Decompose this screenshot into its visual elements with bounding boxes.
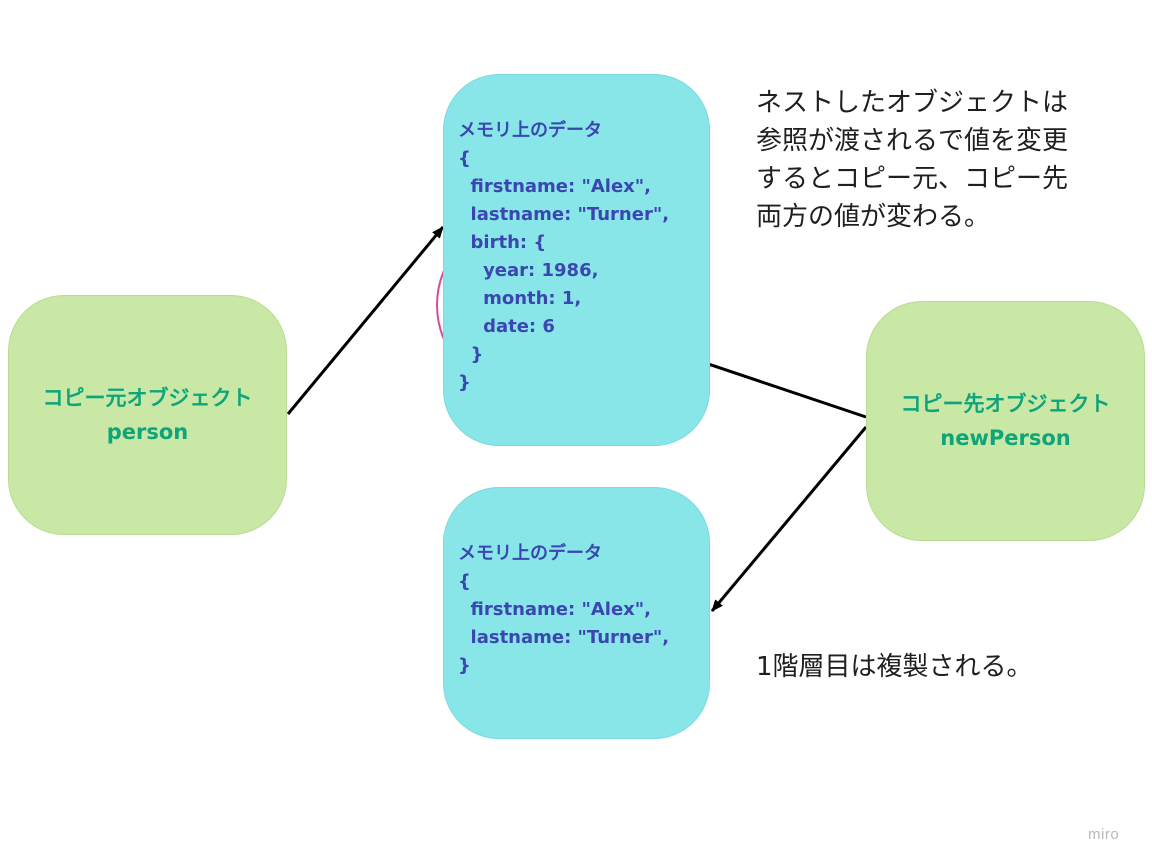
- target-object-title: コピー先オブジェクト: [900, 392, 1111, 416]
- note-reference-line: するとコピー元、コピー先: [756, 164, 1069, 194]
- source-object-name: person: [106, 420, 189, 444]
- memory-nested-node[interactable]: メモリ上のデータ { firstname: "Alex", lastname: …: [443, 74, 710, 446]
- memory-nested-line: birth: {: [458, 232, 547, 253]
- memory-shallow-line: {: [458, 571, 471, 592]
- memory-shallow-line: firstname: "Alex",: [458, 599, 651, 620]
- note-copy-text: 1階層目は複製される。: [756, 652, 1033, 682]
- memory-shallow-line: }: [458, 655, 471, 676]
- memory-nested-line: date: 6: [458, 316, 555, 337]
- note-reference-line: 参照が渡されるで値を変更: [756, 126, 1069, 156]
- memory-shallow-node[interactable]: メモリ上のデータ { firstname: "Alex", lastname: …: [443, 487, 710, 739]
- arrow-source-to-memory: [286, 226, 445, 415]
- memory-nested-line: メモリ上のデータ: [458, 120, 602, 141]
- memory-nested-line: }: [458, 344, 484, 365]
- memory-nested-line: firstname: "Alex",: [458, 176, 651, 197]
- arrow-target-to-shallow: [710, 426, 868, 612]
- note-reference-line: ネストしたオブジェクトは: [756, 88, 1069, 118]
- target-object-node[interactable]: コピー先オブジェクト newPerson: [866, 301, 1145, 541]
- memory-shallow-line: メモリ上のデータ: [458, 543, 602, 564]
- note-reference-line: 両方の値が変わる。: [756, 202, 991, 232]
- miro-watermark: miro: [1088, 826, 1120, 843]
- memory-nested-line: }: [458, 372, 471, 393]
- memory-nested-line: {: [458, 148, 471, 169]
- memory-nested-line: year: 1986,: [458, 260, 599, 281]
- memory-nested-line: month: 1,: [458, 288, 582, 309]
- memory-shallow-line: lastname: "Turner",: [458, 627, 670, 648]
- target-object-name: newPerson: [940, 426, 1071, 450]
- note-reference: ネストしたオブジェクトは 参照が渡されるで値を変更 するとコピー元、コピー先 両…: [756, 84, 1068, 236]
- note-copy: 1階層目は複製される。: [756, 648, 1033, 686]
- source-object-title: コピー元オブジェクト: [42, 386, 253, 410]
- memory-nested-line: lastname: "Turner",: [458, 204, 670, 225]
- source-object-node[interactable]: コピー元オブジェクト person: [8, 295, 287, 535]
